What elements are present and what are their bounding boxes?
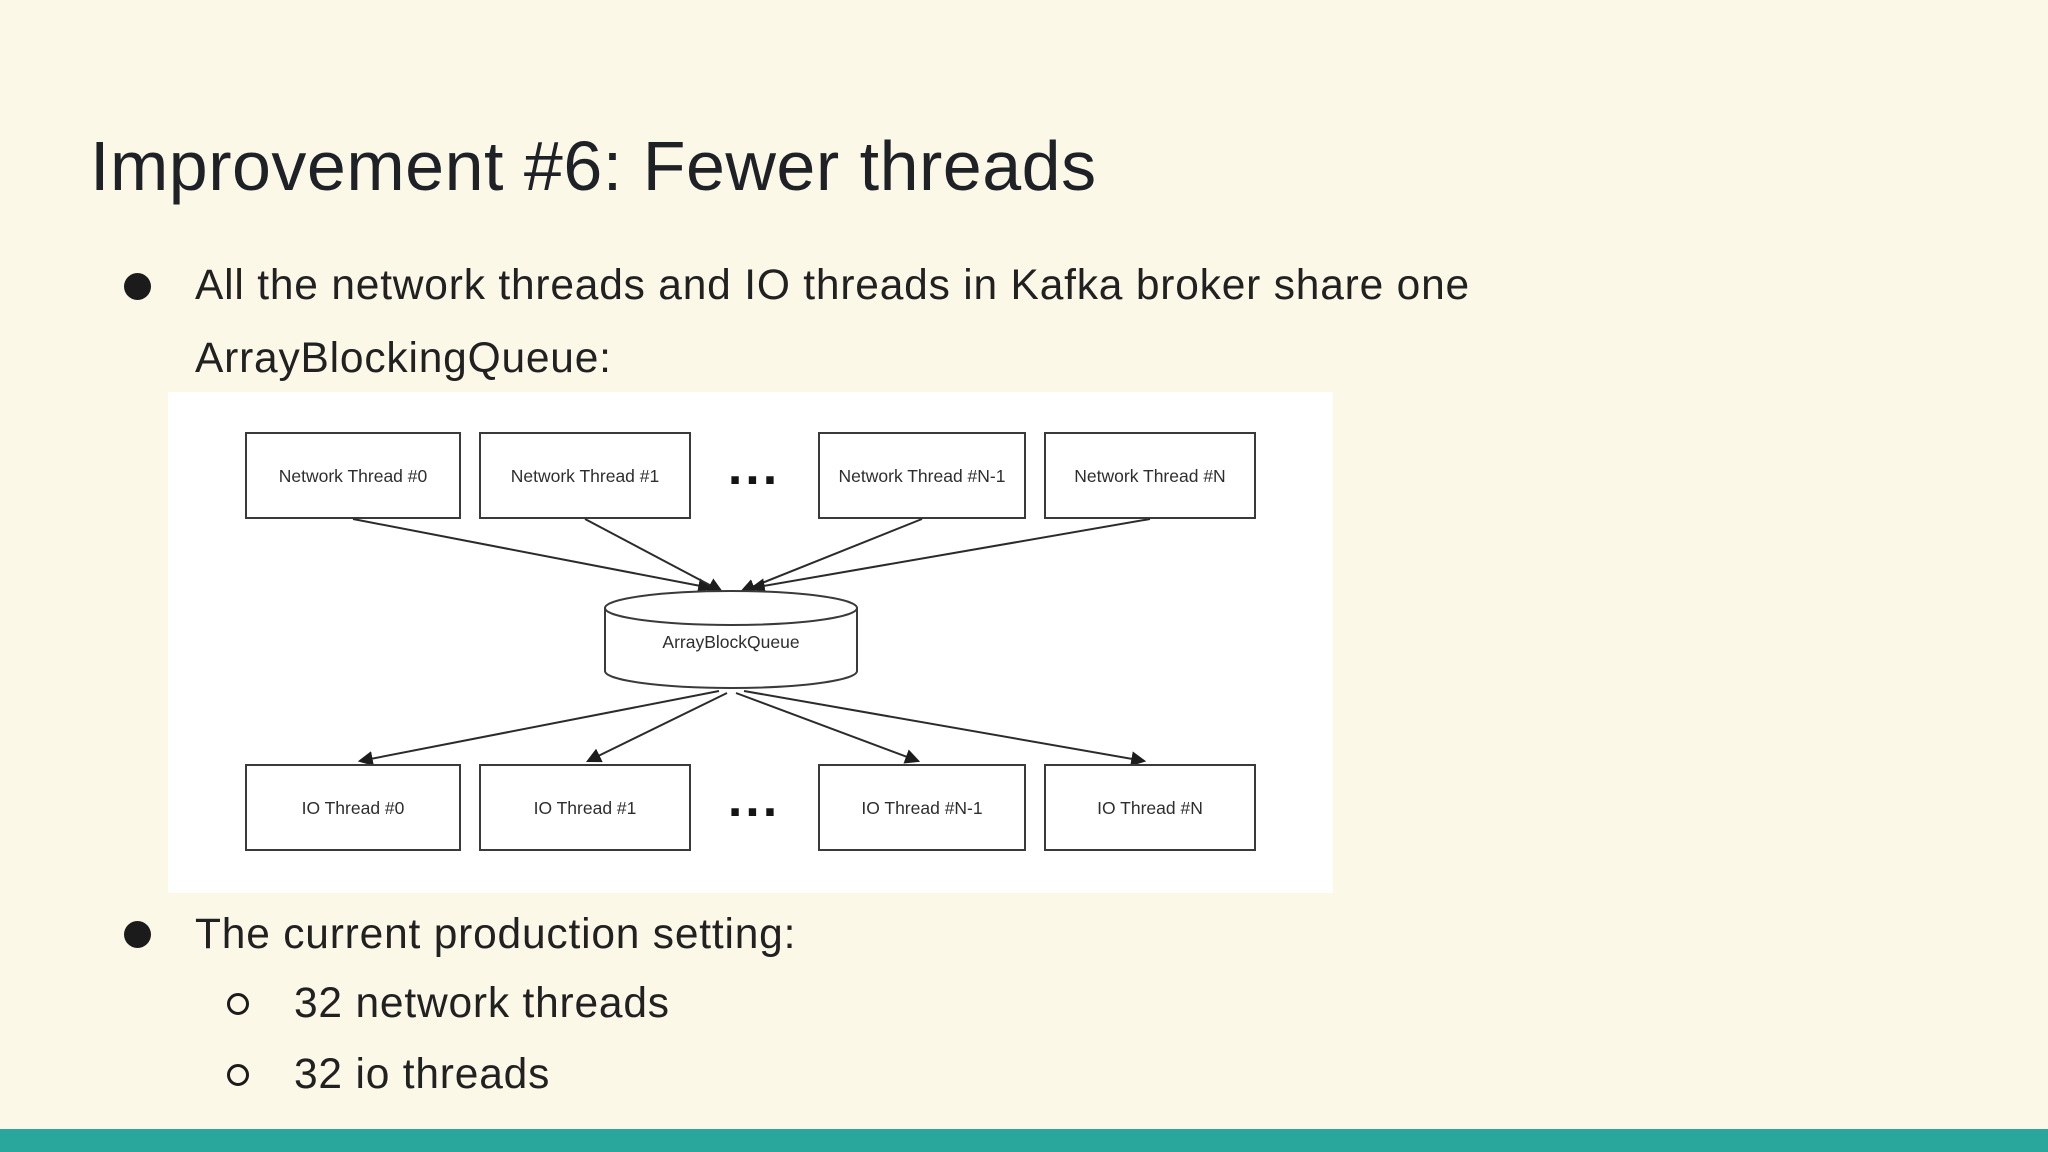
network-thread-n1-label: Network Thread #N-1 <box>839 466 1006 486</box>
top-row-ellipsis: ... <box>728 438 780 496</box>
sub-bullet-2: 32 io threads <box>294 1051 551 1098</box>
bullet-1-line-1: All the network threads and IO threads i… <box>195 262 1470 309</box>
arrow-queue-to-ion <box>743 690 1147 767</box>
sub-bullet-circle <box>227 993 249 1015</box>
diagram-canvas: Network Thread #0 Network Thread #1 Netw… <box>245 432 1256 851</box>
network-thread-0-box <box>245 432 461 519</box>
bullet-2: The current production setting: <box>195 911 797 958</box>
arrow-queue-to-io1 <box>585 692 728 763</box>
io-thread-n1-box <box>818 764 1026 851</box>
io-thread-n-label: IO Thread #N <box>1097 798 1203 818</box>
network-thread-0-label: Network Thread #0 <box>279 466 428 486</box>
arrow-netn1-to-queue <box>739 518 923 594</box>
bullet-1: All the network threads and IO threads i… <box>195 249 1470 395</box>
arrow-net0-to-queue <box>352 518 714 593</box>
bullet-dot <box>124 921 151 948</box>
queue-cylinder-body <box>604 608 858 689</box>
io-thread-0-label: IO Thread #0 <box>302 798 405 818</box>
sub-bullet-circle <box>227 1064 249 1086</box>
arrow-net1-to-queue <box>584 518 723 593</box>
network-thread-n-label: Network Thread #N <box>1074 466 1225 486</box>
io-thread-0-box <box>245 764 461 851</box>
io-thread-n-box <box>1044 764 1256 851</box>
page-title: Improvement #6: Fewer threads <box>90 127 1097 205</box>
accent-footer-bar <box>0 1129 2048 1152</box>
sub-bullet-1: 32 network threads <box>294 980 670 1027</box>
bottom-row-ellipsis: ... <box>728 770 780 828</box>
queue-cylinder-top <box>604 590 858 626</box>
thread-queue-diagram: Network Thread #0 Network Thread #1 Netw… <box>168 392 1333 893</box>
queue-label: ArrayBlockQueue <box>662 632 799 652</box>
network-thread-1-box <box>479 432 691 519</box>
network-thread-1-label: Network Thread #1 <box>511 466 660 486</box>
network-thread-n-box <box>1044 432 1256 519</box>
arrow-queue-to-io0 <box>357 690 720 766</box>
arrow-netn-to-queue <box>749 518 1151 594</box>
network-thread-n1-box <box>818 432 1026 519</box>
bullet-1-line-2: ArrayBlockingQueue: <box>195 335 612 382</box>
io-thread-n1-label: IO Thread #N-1 <box>861 798 982 818</box>
arrow-queue-to-ion1 <box>735 692 921 764</box>
bullet-dot <box>124 273 151 300</box>
io-thread-1-label: IO Thread #1 <box>534 798 637 818</box>
io-thread-1-box <box>479 764 691 851</box>
